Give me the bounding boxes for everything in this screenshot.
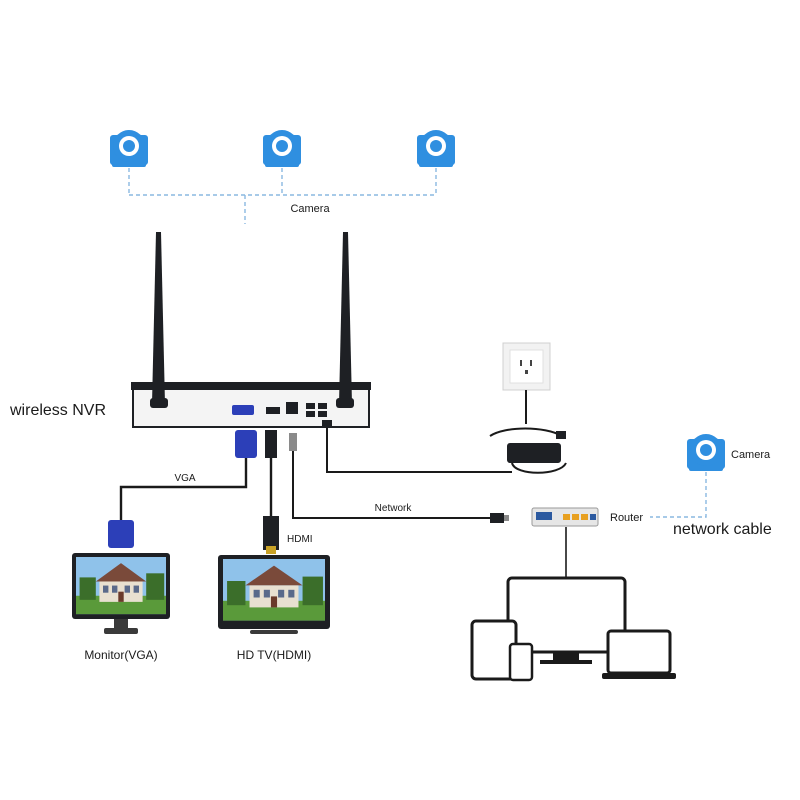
nvr-label: wireless NVR (9, 402, 106, 419)
network-label: Network (375, 503, 413, 514)
antenna-left (152, 232, 165, 404)
phone (508, 642, 534, 682)
power-supply (326, 342, 567, 474)
client-devices (470, 576, 676, 682)
tv-label: HD TV(HDMI) (237, 648, 311, 662)
usb-port (306, 411, 315, 417)
network-cable: Network (289, 433, 509, 523)
router-label: Router (610, 512, 643, 524)
wifi-camera-icon (110, 130, 148, 167)
wifi-camera-icon (263, 130, 301, 167)
antenna-right (339, 232, 352, 404)
camera-label: Camera (290, 203, 330, 215)
usb-port (306, 403, 315, 409)
monitor-label: Monitor(VGA) (84, 648, 157, 662)
wireless-link-lines (128, 168, 437, 224)
nvr-ports (232, 402, 332, 428)
wireless-nvr: wireless NVR (9, 232, 371, 428)
camera-right-label: Camera (731, 449, 771, 461)
lan-port (286, 402, 298, 414)
power-adapter-icon (507, 443, 561, 463)
vga-cable: VGA (108, 430, 257, 548)
camera-group-top: Camera (110, 130, 455, 224)
laptop (606, 629, 672, 675)
vga-connector-bottom (108, 520, 134, 548)
hdmi-label: HDMI (287, 534, 313, 545)
wifi-camera-icon (687, 434, 725, 471)
house-scene-icon (76, 557, 166, 615)
hdmi-port (266, 407, 280, 414)
vga-port (232, 405, 254, 415)
camera-right: Camera network cable (650, 434, 772, 538)
monitor-vga: Monitor(VGA) (72, 553, 170, 662)
hdmi-connector-top (265, 430, 277, 458)
hd-tv: HD TV(HDMI) (218, 555, 330, 662)
wifi-camera-icon (417, 130, 455, 167)
house-scene-icon (223, 559, 325, 621)
hdmi-cable: HDMI (263, 430, 313, 554)
power-port (322, 420, 332, 428)
router: Router (531, 507, 643, 580)
vga-connector-top (235, 430, 257, 458)
vga-label: VGA (174, 473, 195, 484)
hdmi-connector-bottom (263, 516, 279, 550)
network-cable-label: network cable (673, 521, 772, 538)
